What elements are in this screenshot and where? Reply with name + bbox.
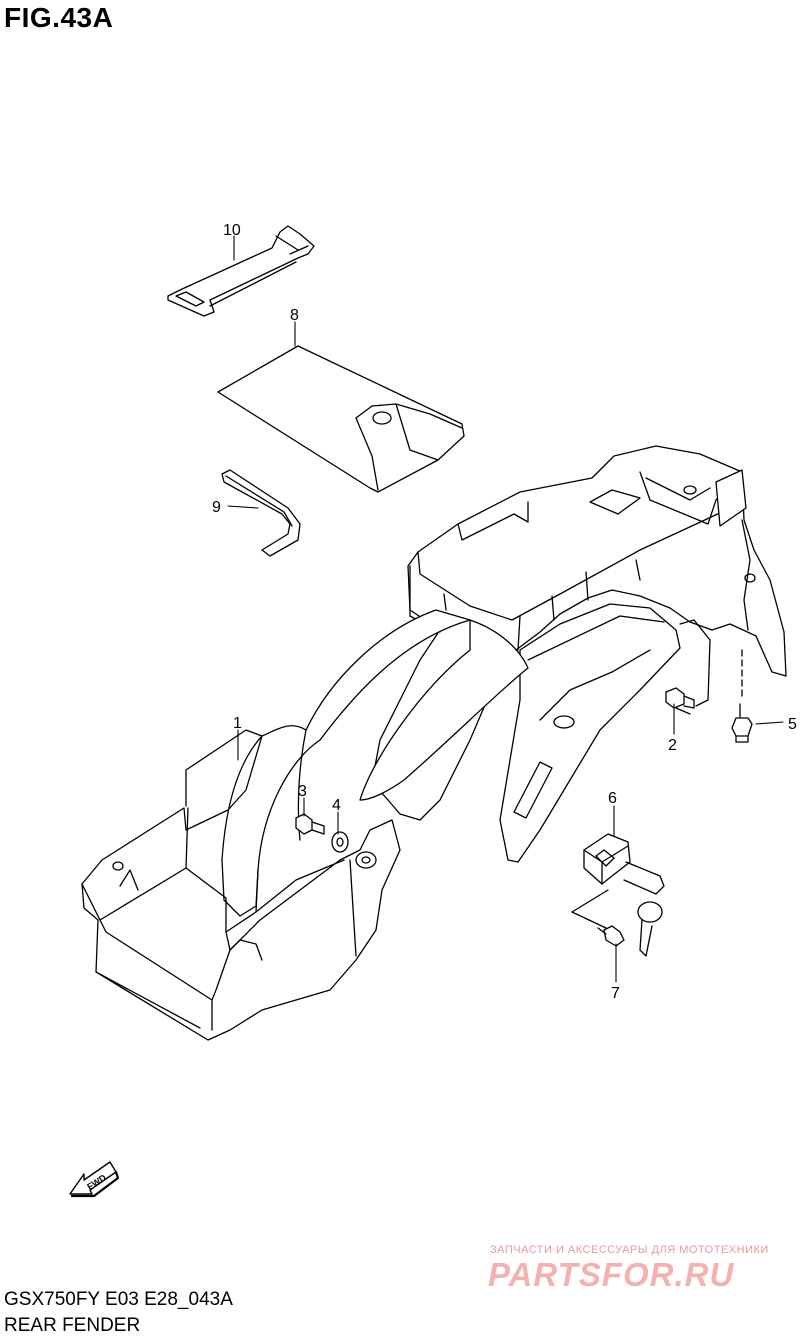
cover-sheet-part xyxy=(217,345,465,493)
rear-fender-body xyxy=(81,445,787,1041)
strap-part xyxy=(167,225,315,317)
seat-lock-part xyxy=(571,833,665,957)
callout-3: 3 xyxy=(298,783,307,800)
callout-6: 6 xyxy=(608,790,617,807)
hook-tool-part xyxy=(221,469,301,557)
watermark-brand: PARTSFOR.RU xyxy=(488,1256,735,1293)
bolt-part-3 xyxy=(295,813,325,835)
callout-numbers: 10 8 9 1 2 5 3 4 6 7 xyxy=(212,222,797,1002)
callout-7: 7 xyxy=(611,985,620,1002)
callout-10: 10 xyxy=(223,222,241,239)
callout-2: 2 xyxy=(668,737,677,754)
washer-part-4 xyxy=(331,831,349,853)
model-code: GSX750FY E03 E28_043A xyxy=(4,1289,233,1310)
bolt-part-2 xyxy=(665,687,695,715)
callout-4: 4 xyxy=(332,797,341,814)
callout-1: 1 xyxy=(233,715,242,732)
callout-8: 8 xyxy=(290,307,299,324)
callout-5: 5 xyxy=(788,716,797,733)
bolt-part-5 xyxy=(731,649,753,743)
figure-title: FIG.43A xyxy=(4,2,114,33)
leader-lines xyxy=(227,235,784,983)
callout-9: 9 xyxy=(212,499,221,516)
watermark-tagline: ЗАПЧАСТИ И АКСЕССУАРЫ ДЛЯ МОТОТЕХНИКИ xyxy=(490,1244,769,1256)
section-name: REAR FENDER xyxy=(4,1315,141,1336)
fwd-arrow-icon: FWD xyxy=(69,1161,120,1198)
screw-part-7 xyxy=(597,925,625,947)
